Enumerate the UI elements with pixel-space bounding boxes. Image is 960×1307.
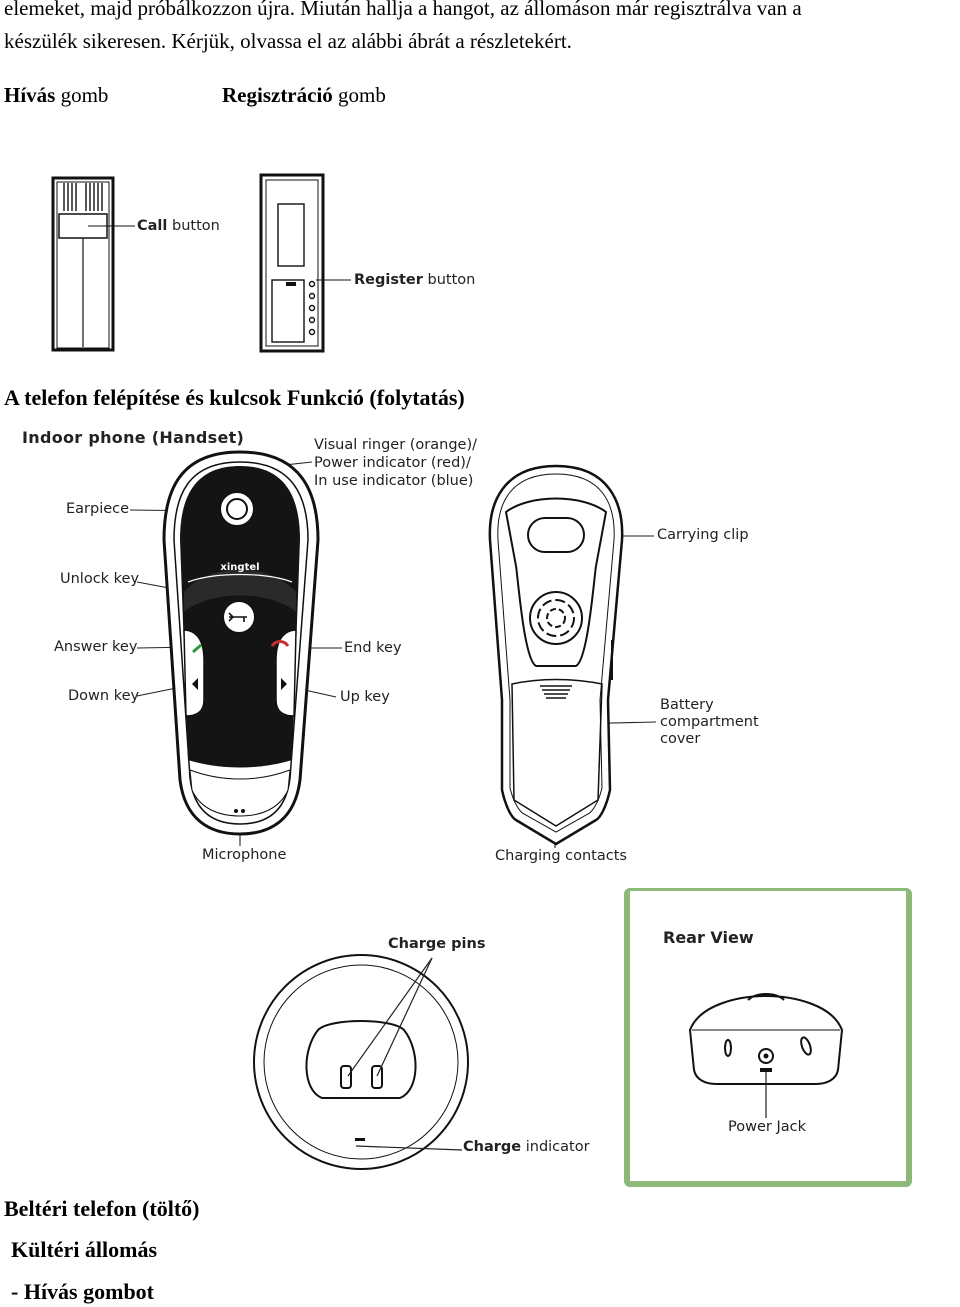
- battery-cover-line-2: compartment: [660, 714, 759, 730]
- handset-brand-logo: xingtel: [220, 562, 259, 573]
- intro-line-1: elemeket, majd próbálkozzon újra. Miután…: [4, 0, 802, 20]
- charge-indicator-label: Charge indicator: [463, 1139, 590, 1155]
- bottom-line-2: Kültéri állomás: [11, 1237, 158, 1262]
- register-button-label: Register button: [354, 272, 475, 288]
- bottom-line-3: - Hívás gombot: [11, 1279, 154, 1304]
- handset-figure-title: Indoor phone (Handset): [22, 428, 245, 447]
- answer-key-label: Answer key: [54, 639, 138, 655]
- visual-ringer-label: Visual ringer (orange)/ Power indicator …: [314, 436, 477, 490]
- section-title: A telefon felépítése és kulcsok Funkció …: [4, 385, 465, 410]
- rear-view-title: Rear View: [663, 928, 754, 947]
- battery-cover-line-3: cover: [660, 731, 701, 747]
- outdoor-station-front-drawing: [51, 176, 135, 352]
- down-key-label: Down key: [68, 688, 140, 704]
- carrying-clip-label: Carrying clip: [657, 527, 749, 543]
- microphone-label: Microphone: [202, 847, 287, 863]
- bottom-line-1: Beltéri telefon (töltő): [4, 1196, 200, 1221]
- visual-ringer-line-1: Visual ringer (orange)/: [314, 437, 478, 453]
- end-key-label: End key: [344, 640, 402, 656]
- register-button-caption: Regisztráció gomb: [222, 81, 386, 109]
- call-button-label: Call button: [137, 218, 220, 234]
- visual-ringer-line-3: In use indicator (blue): [314, 473, 474, 489]
- power-jack-label: Power Jack: [728, 1119, 806, 1135]
- charge-indicator-bold: Charge: [463, 1139, 522, 1155]
- charge-pins-label: Charge pins: [388, 936, 486, 952]
- register-label-rest: button: [422, 272, 476, 288]
- battery-cover-line-1: Battery: [660, 697, 714, 713]
- call-caption-rest: gomb: [55, 83, 109, 107]
- register-label-bold: Register: [354, 272, 423, 288]
- call-label-bold: Call: [137, 218, 168, 234]
- charge-indicator-rest: indicator: [521, 1139, 590, 1155]
- intro-line-2: készülék sikeresen. Kérjük, olvassa el a…: [4, 29, 572, 53]
- call-button-caption: Hívás gomb: [4, 81, 108, 109]
- up-key-label: Up key: [340, 689, 390, 705]
- call-caption-bold: Hívás: [4, 83, 56, 107]
- visual-ringer-line-2: Power indicator (red)/: [314, 455, 471, 471]
- battery-cover-label: Battery compartment cover: [660, 697, 759, 748]
- unlock-key-label: Unlock key: [60, 571, 140, 587]
- charging-contacts-label: Charging contacts: [495, 848, 627, 864]
- call-label-rest: button: [167, 218, 220, 234]
- register-caption-rest: gomb: [332, 83, 386, 107]
- outdoor-station-back-drawing: [259, 173, 351, 353]
- register-caption-bold: Regisztráció: [222, 83, 333, 107]
- earpiece-label: Earpiece: [66, 501, 130, 517]
